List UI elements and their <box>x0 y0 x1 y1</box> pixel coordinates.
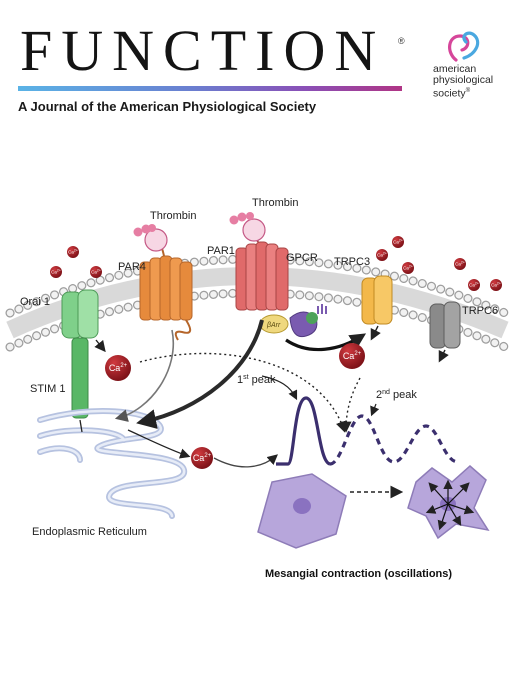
aps-logo-icon <box>448 31 480 62</box>
label-thrombin-2: Thrombin <box>252 197 298 209</box>
calcium-ion-3: Ca2+ <box>90 266 102 278</box>
arrow-er-release <box>127 429 191 459</box>
calcium-ion-11: Ca2+ <box>339 343 365 369</box>
calcium-ion-label: Ca2+ <box>109 363 128 373</box>
arrow-par1-to-er <box>136 319 264 429</box>
thrombin-2-icon <box>229 212 266 242</box>
beta-arrestin-label: βArr <box>266 322 281 329</box>
calcium-ion-label: Ca2+ <box>91 269 101 275</box>
mesangial-cell-contracted <box>407 465 490 540</box>
label-thrombin-1: Thrombin <box>150 210 196 222</box>
label-trpc3: TRPC3 <box>334 256 370 268</box>
label-trpc6: TRPC6 <box>462 305 498 317</box>
arrow-ca-to-peak <box>213 454 278 468</box>
thrombin-1-icon <box>133 224 168 252</box>
label-par1: PAR1 <box>207 245 235 257</box>
arrow-second-peak-label <box>370 403 380 417</box>
calcium-ion-label: Ca2+ <box>193 453 212 463</box>
calcium-ion-2: Ca2+ <box>50 266 62 278</box>
arrow-first-peak-label <box>261 375 298 401</box>
label-mesangial-contraction: Mesangial contraction (oscillations) <box>265 568 452 580</box>
label-first-peak: 1st peak <box>237 374 276 386</box>
g-protein-complex <box>259 304 327 338</box>
arrow-par4-to-er <box>114 329 175 422</box>
stim1-protein <box>71 337 89 419</box>
calcium-trace-oscillations <box>329 414 459 466</box>
aps-line-1: american <box>433 63 477 75</box>
arrow-dotted-trpc-to-second <box>340 377 361 433</box>
label-stim1: STIM 1 <box>30 383 65 395</box>
aps-line-2: physiological <box>433 74 494 86</box>
calcium-ion-9: Ca2+ <box>490 279 502 291</box>
calcium-ion-label: Ca2+ <box>393 239 403 245</box>
calcium-ion-label: Ca2+ <box>403 265 413 271</box>
journal-subtitle: A Journal of the American Physiological … <box>18 99 317 114</box>
trpc6-channel <box>429 301 461 349</box>
label-par4: PAR4 <box>118 261 146 273</box>
registered-mark: ® <box>398 36 405 46</box>
label-orai1: Orai 1 <box>20 296 50 308</box>
calcium-ion-5: Ca2+ <box>376 249 388 261</box>
par4-receptor <box>139 239 193 341</box>
aps-wordmark: american physiological society® <box>433 64 493 100</box>
calcium-ion-7: Ca2+ <box>454 258 466 270</box>
calcium-ion-4: Ca2+ <box>392 236 404 248</box>
label-second-peak: 2nd peak <box>376 389 417 401</box>
calcium-ion-label: Ca2+ <box>377 252 387 258</box>
label-gpcr: GPCR <box>286 252 318 264</box>
orai1-channel <box>61 289 99 339</box>
calcium-ion-10: Ca2+ <box>105 355 131 381</box>
calcium-ion-label: Ca2+ <box>68 249 78 255</box>
arrow-trpc3-influx <box>370 325 381 341</box>
calcium-ion-label: Ca2+ <box>469 282 479 288</box>
trpc3-channel <box>361 275 393 325</box>
par1-receptor <box>235 231 289 311</box>
calcium-ions: Ca2+ Ca2+ Ca2+ Ca2+ Ca2+ Ca2+ Ca2+ Ca2+ Ca2+ Ca2+… <box>50 236 502 469</box>
calcium-ion-label: Ca2+ <box>343 351 362 361</box>
arrow-stim-er <box>79 419 83 433</box>
calcium-ion-label: Ca2+ <box>491 282 501 288</box>
calcium-ion-8: Ca2+ <box>468 279 480 291</box>
aps-line-3: society® <box>433 87 471 100</box>
calcium-ion-6: Ca2+ <box>402 262 414 274</box>
calcium-ion-1: Ca2+ <box>67 246 79 258</box>
calcium-ion-12: Ca2+ <box>191 447 213 469</box>
arrow-trpc6-influx <box>438 349 449 363</box>
arrow-gpcr-to-trpc3 <box>285 333 367 352</box>
label-endoplasmic-reticulum: Endoplasmic Reticulum <box>32 526 147 538</box>
mesangial-cell-relaxed <box>257 473 347 549</box>
calcium-trace-first-peak <box>276 396 331 466</box>
calcium-ion-label: Ca2+ <box>455 261 465 267</box>
journal-title: FUNCTION <box>20 18 386 83</box>
title-gradient-bar <box>18 86 402 91</box>
arrow-orai-influx <box>94 339 106 353</box>
calcium-ion-label: Ca2+ <box>51 269 61 275</box>
